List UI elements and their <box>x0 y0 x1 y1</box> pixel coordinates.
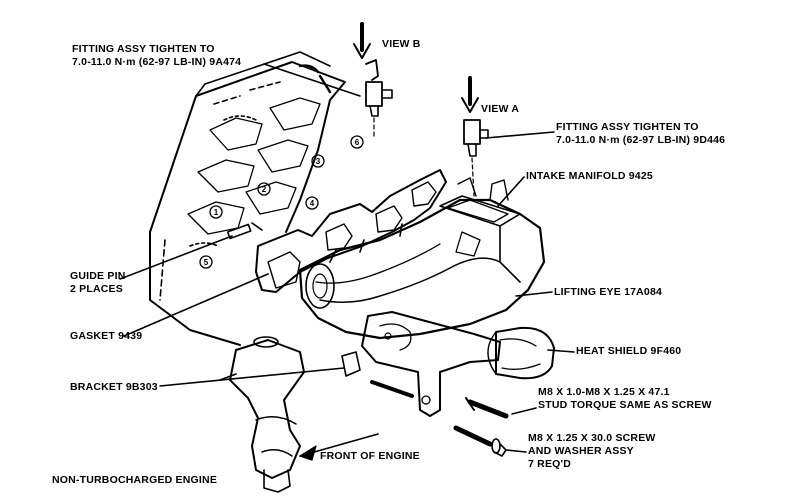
port-marker-2 <box>257 182 271 196</box>
bracket-label: BRACKET 9B303 <box>70 381 158 393</box>
heat-shield <box>487 326 555 380</box>
stud-line2: STUD TORQUE SAME AS SCREW <box>538 399 712 411</box>
fitting-a-line1: FITTING ASSY TIGHTEN TO <box>556 121 699 133</box>
manifold-runner-opening <box>305 263 335 309</box>
leader-intake-manifold <box>497 176 525 207</box>
leader-fitting-a <box>485 131 555 139</box>
guide-pin <box>226 222 263 240</box>
view-a-label: VIEW A <box>481 103 520 115</box>
non-turbocharged-engine-caption: NON-TURBOCHARGED ENGINE <box>52 474 218 486</box>
leader-bracket <box>159 367 345 387</box>
port-marker-5 <box>199 255 213 269</box>
port-number-5: 5 <box>204 258 209 267</box>
fitting-b-line1: FITTING ASSY TIGHTEN TO <box>72 43 215 55</box>
bracket <box>341 311 501 417</box>
engine-block <box>149 51 346 346</box>
front-of-engine-label: FRONT OF ENGINE <box>320 450 420 462</box>
leader-gasket <box>123 273 269 337</box>
port-number-markers <box>199 135 364 269</box>
port-number-4: 4 <box>310 199 315 208</box>
view-b-label: VIEW B <box>382 38 421 50</box>
port-marker-1 <box>209 205 223 219</box>
leader-lifting-eye <box>515 291 553 297</box>
port-number-6: 6 <box>355 138 360 147</box>
screw-line3: 7 REQ'D <box>528 458 571 470</box>
port-number-1: 1 <box>214 208 219 217</box>
leader-stud <box>511 407 537 415</box>
leader-heat-shield <box>547 349 575 353</box>
leader-fitting-b <box>263 63 361 97</box>
fitting-b-callout: FITTING ASSY TIGHTEN TO 7.0-11.0 N·m (62… <box>72 43 241 69</box>
screw-line2: AND WASHER ASSY <box>528 445 634 457</box>
stud-fastener <box>370 380 509 419</box>
lifting-eye-label: LIFTING EYE 17A084 <box>554 286 663 298</box>
fitting-a-callout: FITTING ASSY TIGHTEN TO 7.0-11.0 N·m (62… <box>556 121 725 147</box>
port-number-3: 3 <box>316 157 321 166</box>
fitting-b-line2: 7.0-11.0 N·m (62-97 LB-IN) 9A474 <box>72 56 242 68</box>
screw-line1: M8 X 1.25 X 30.0 SCREW <box>528 432 656 444</box>
leader-lines <box>119 63 575 453</box>
gasket-label: GASKET 9439 <box>70 330 143 342</box>
fitting-assembly-b <box>353 22 393 139</box>
port-number-2: 2 <box>262 185 267 194</box>
leader-guide-pin <box>119 235 233 280</box>
guide-pin-line2: 2 PLACES <box>70 283 123 295</box>
leader-screw <box>505 449 527 453</box>
fitting-assembly-a <box>461 76 489 197</box>
guide-pin-callout: GUIDE PIN 2 PLACES <box>70 270 125 296</box>
intake-manifold <box>298 177 546 340</box>
screw-and-washer <box>453 425 507 457</box>
port-marker-3 <box>311 154 325 168</box>
stud-line1: M8 X 1.0-M8 X 1.25 X 47.1 <box>538 386 670 398</box>
gasket <box>255 169 447 293</box>
port-marker-4 <box>305 196 319 210</box>
heat-shield-label: HEAT SHIELD 9F460 <box>576 345 682 357</box>
fitting-a-line2: 7.0-11.0 N·m (62-97 LB-IN) 9D446 <box>556 134 726 146</box>
guide-pin-line1: GUIDE PIN <box>70 270 126 282</box>
stud-callout: M8 X 1.0-M8 X 1.25 X 47.1 STUD TORQUE SA… <box>538 386 712 412</box>
intake-manifold-label: INTAKE MANIFOLD 9425 <box>526 170 653 182</box>
screw-callout: M8 X 1.25 X 30.0 SCREW AND WASHER ASSY 7… <box>528 432 656 471</box>
port-marker-6 <box>350 135 364 149</box>
front-of-engine-arrow <box>299 433 379 461</box>
thermostat-housing <box>219 336 305 493</box>
